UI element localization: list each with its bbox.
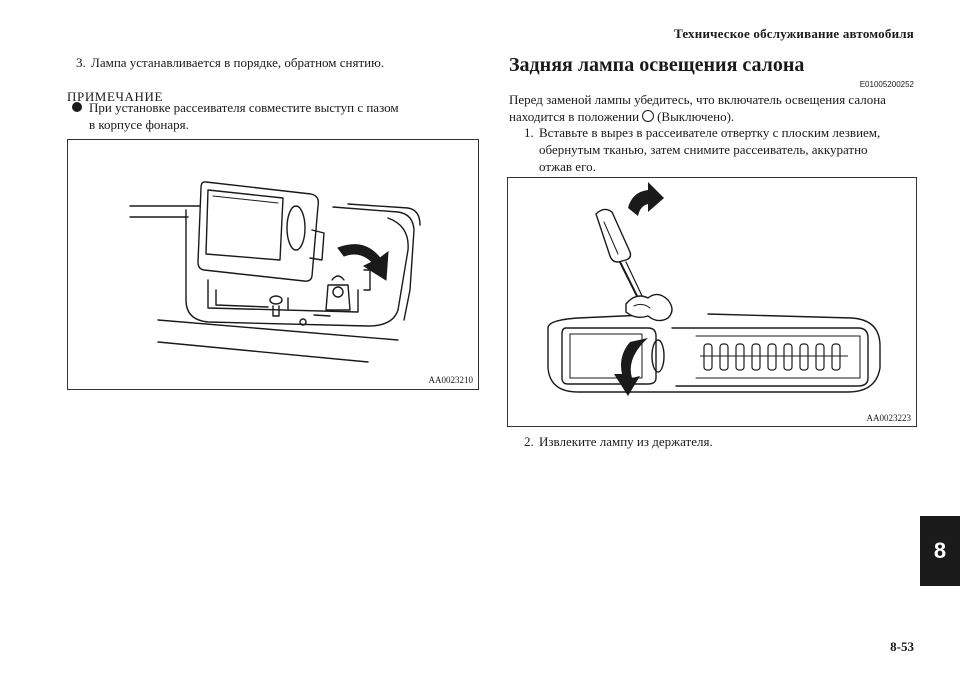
- figure-lens-removal: AA0023223: [507, 177, 917, 427]
- intro-text-before: находится в положении: [509, 109, 640, 124]
- step-text: Извлеките лампу из держателя.: [539, 434, 713, 449]
- bullet-icon: [72, 102, 82, 112]
- intro-line-1: Перед заменой лампы убедитесь, что включ…: [509, 92, 886, 107]
- note-heading: ПРИМЕЧАНИЕ: [67, 89, 164, 104]
- figure-code: AA0023210: [428, 375, 474, 385]
- page-number: 8-53: [890, 639, 914, 654]
- step-line-1: Вставьте в вырез в рассеивателе отвертку…: [539, 125, 881, 140]
- lamp-lens-illustration: [129, 181, 421, 363]
- step-3: 3. Лампа устанавливается в порядке, обрат…: [76, 54, 384, 71]
- off-position-icon: [642, 110, 655, 122]
- swing-down-arrow-icon: [614, 338, 648, 396]
- section-title: Задняя лампа освещения салона: [509, 54, 805, 76]
- step-number: 3.: [76, 55, 86, 70]
- figure-lens-installation: AA0023210: [67, 139, 479, 390]
- step-number: 2.: [524, 434, 534, 449]
- note-line-2: в корпусе фонаря.: [89, 117, 189, 132]
- step-2: 2. Извлеките лампу из держателя.: [524, 433, 713, 450]
- figure-code: AA0023223: [866, 413, 912, 423]
- step-number: 1.: [524, 125, 534, 140]
- step-line-2: обернутым тканью, затем снимите рассеива…: [539, 142, 868, 157]
- pull-up-arrow-icon: [628, 182, 664, 216]
- note-line-1: При установке рассеивателя совместите вы…: [89, 100, 399, 115]
- section-code: E01005200252: [859, 80, 914, 89]
- step-1: 1. Вставьте в вырез в рассеивателе отверт…: [524, 124, 916, 175]
- step-text: Лампа устанавливается в порядке, обратно…: [91, 55, 385, 70]
- intro-text-after: (Выключено).: [657, 109, 735, 124]
- intro-line-2: находится в положении (Выключено).: [509, 108, 919, 125]
- note-bullet: При установке рассеивателя совместите вы…: [72, 99, 452, 133]
- lens-removal-illustration: [547, 182, 881, 396]
- rotate-arrow-icon: [337, 244, 389, 281]
- step-line-3: отжав его.: [539, 159, 596, 174]
- chapter-tab: 8: [920, 516, 960, 586]
- running-header: Техническое обслуживание автомобиля: [673, 26, 914, 41]
- intro-paragraph: Перед заменой лампы убедитесь, что включ…: [509, 91, 919, 125]
